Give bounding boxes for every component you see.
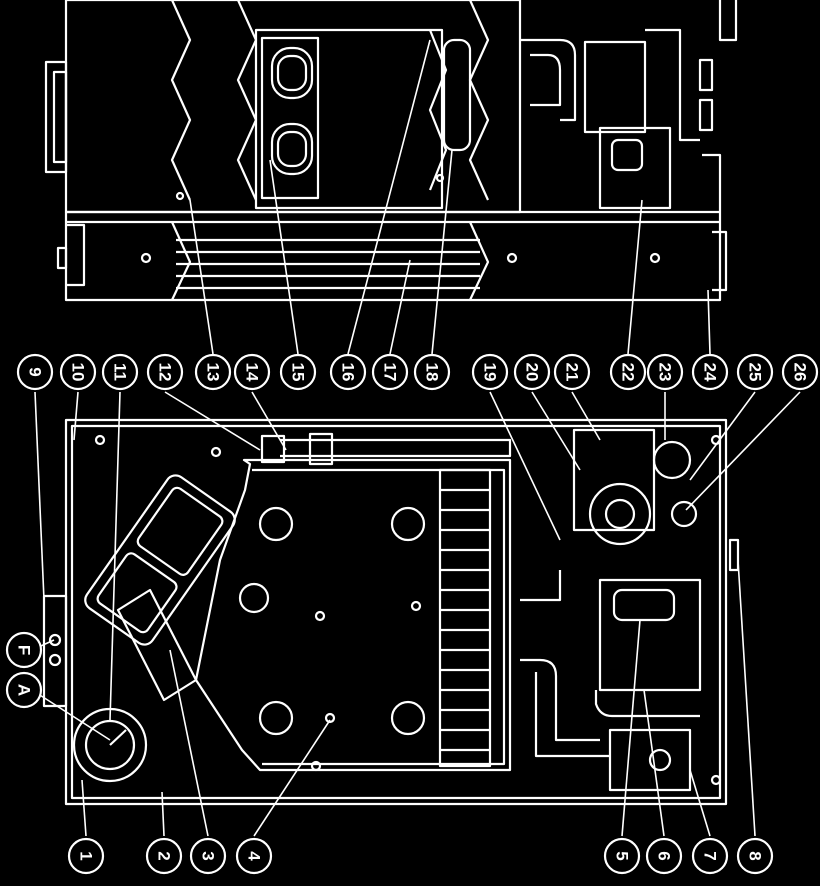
expansion-vessel-connector xyxy=(652,440,692,480)
callout-25: 25 xyxy=(736,353,774,391)
callout-12: 12 xyxy=(146,353,184,391)
callout-3: 3 xyxy=(189,837,227,875)
combustion-chamber xyxy=(254,28,444,210)
callout-label: 17 xyxy=(381,363,400,382)
flue-tube xyxy=(116,588,198,702)
callout-label: 4 xyxy=(245,851,264,861)
callout-label: 16 xyxy=(339,363,358,382)
flue-element xyxy=(442,38,472,152)
gas-valve-upper xyxy=(583,40,647,134)
callout-label: 19 xyxy=(481,363,500,382)
leader-lines xyxy=(31,39,801,837)
callout-14: 14 xyxy=(233,353,271,391)
wall-bracket xyxy=(44,60,68,174)
exchanger-port-1 xyxy=(258,506,294,542)
callout-label: 8 xyxy=(746,851,765,860)
callout-20: 20 xyxy=(513,353,551,391)
callout-11: 11 xyxy=(101,353,139,391)
callout-label: 23 xyxy=(656,363,675,382)
callout-label: 12 xyxy=(156,363,175,382)
upper-casing-frame xyxy=(64,0,522,214)
callout-label: 10 xyxy=(69,363,88,382)
callout-label: A xyxy=(15,684,34,696)
callout-19: 19 xyxy=(471,353,509,391)
pump-motor xyxy=(588,482,652,546)
callout-label: 22 xyxy=(619,363,638,382)
callout-label: 1 xyxy=(77,851,96,860)
callout-26: 26 xyxy=(781,353,819,391)
lower-front-view xyxy=(42,418,740,806)
callout-10: 10 xyxy=(59,353,97,391)
gas-valve-lower xyxy=(598,578,702,692)
callout-17: 17 xyxy=(371,353,409,391)
callout-6: 6 xyxy=(645,837,683,875)
callout-label: 9 xyxy=(26,367,45,376)
callout-label: 5 xyxy=(613,851,632,860)
hydraulic-manifold xyxy=(572,428,656,532)
lower-casing-frame xyxy=(64,418,728,806)
fan-assembly xyxy=(84,474,236,646)
callout-A: A xyxy=(5,671,43,709)
callout-7: 7 xyxy=(691,837,729,875)
callout-22: 22 xyxy=(609,353,647,391)
callouts-left-column: FA xyxy=(5,631,43,709)
upper-pipe xyxy=(520,38,577,122)
callout-F: F xyxy=(5,631,43,669)
callout-label: 24 xyxy=(701,363,720,382)
callout-13-label: 13 xyxy=(204,363,223,382)
pump-upper xyxy=(598,126,672,210)
control-panel xyxy=(42,594,68,708)
callouts-bottom-row: 1 2 3 4 5 6 7 8 xyxy=(67,837,774,875)
callout-13: 13 xyxy=(194,353,232,391)
callout-5: 5 xyxy=(603,837,641,875)
callout-23: 23 xyxy=(646,353,684,391)
callout-label: 21 xyxy=(563,363,582,382)
callout-label: 7 xyxy=(701,851,720,860)
upper-side-view xyxy=(44,0,738,302)
callout-4: 4 xyxy=(235,837,273,875)
callout-1: 1 xyxy=(67,837,105,875)
callout-label: F xyxy=(15,645,34,655)
callout-8: 8 xyxy=(736,837,774,875)
finned-strip xyxy=(438,468,492,768)
callout-label: 18 xyxy=(423,363,442,382)
top-pipe xyxy=(280,438,512,458)
callout-16: 16 xyxy=(329,353,367,391)
callout-9: 9 xyxy=(16,353,54,391)
water-pipe-1 xyxy=(520,570,562,602)
main-heat-exchanger xyxy=(194,458,512,772)
exchanger-zigzag-left xyxy=(170,0,192,201)
callout-label: 14 xyxy=(243,363,262,382)
upper-base-frame xyxy=(64,212,722,302)
callout-label: 6 xyxy=(655,851,674,860)
callout-24: 24 xyxy=(691,353,729,391)
callout-label: 2 xyxy=(155,851,174,860)
callout-18: 18 xyxy=(413,353,451,391)
callout-label: 25 xyxy=(746,363,765,382)
callout-label: 26 xyxy=(791,363,810,382)
callout-label: 15 xyxy=(289,363,308,382)
callout-label: 20 xyxy=(523,363,542,382)
callout-label: 11 xyxy=(111,363,130,381)
lower-fins xyxy=(176,238,480,290)
callout-label: 3 xyxy=(199,851,218,860)
callout-15: 15 xyxy=(279,353,317,391)
callout-2: 2 xyxy=(145,837,183,875)
callouts-top-row: 9 10 11 12 14 15 16 17 18 19 20 21 22 23 24 25 26 xyxy=(16,353,819,391)
callout-21: 21 xyxy=(553,353,591,391)
